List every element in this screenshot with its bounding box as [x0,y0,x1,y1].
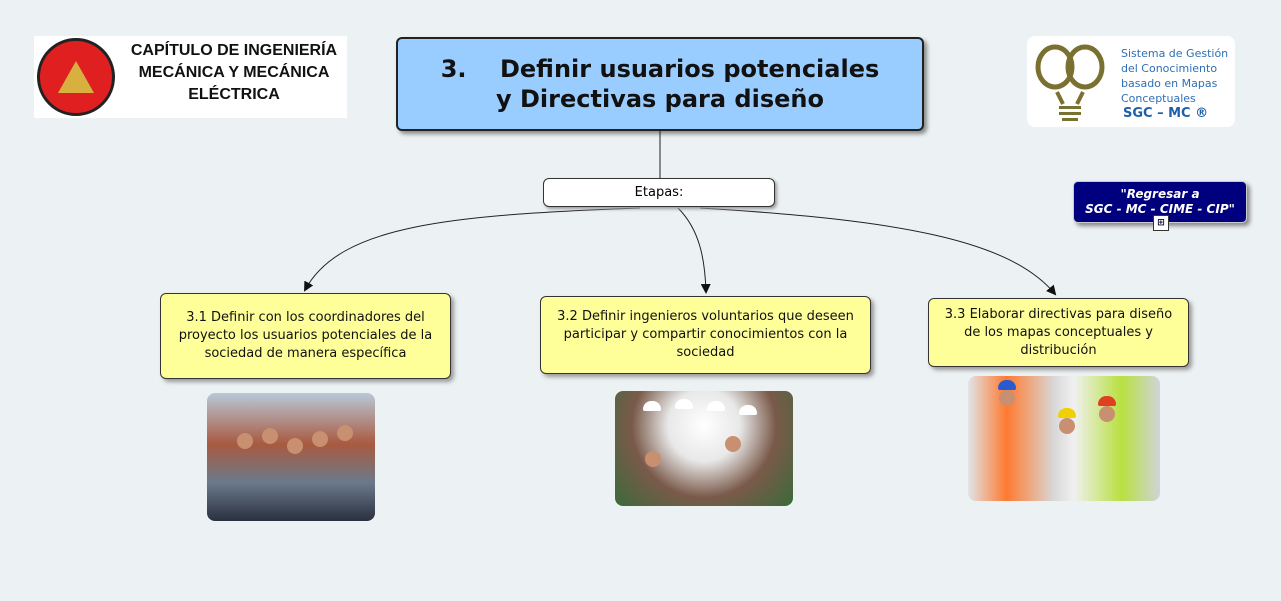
return-line-2: SGC - MC - CIME - CIP" [1085,202,1235,216]
sgc-brand: SGC – MC ® [1123,106,1209,121]
cip-chapter-logo: CAPÍTULO DE INGENIERÍA MECÁNICA Y MECÁNI… [34,36,347,118]
sgc-line-4: Conceptuales [1121,92,1196,105]
sgc-line-2: del Conocimiento [1121,62,1218,75]
concept-map-link-icon[interactable]: ⊞ [1153,215,1169,231]
sgc-line-1: Sistema de Gestión [1121,47,1229,60]
stage-3-1[interactable]: 3.1 Definir con los coordinadores del pr… [160,293,451,379]
title-number: 3. [440,55,467,83]
arrow-to-stage-2 [677,207,711,294]
concept-title[interactable]: 3. Definir usuarios potenciales y Direct… [396,37,924,131]
arrow-to-stage-1 [304,207,641,292]
etapas-label[interactable]: Etapas: [543,178,775,207]
arrow-to-stage-3 [699,207,1057,296]
engineers-design-photo [968,376,1160,501]
volunteer-engineers-photo [615,391,793,506]
students-photo [207,393,375,521]
chapter-name: CAPÍTULO DE INGENIERÍA MECÁNICA Y MECÁNI… [130,42,338,103]
return-line-1: "Regresar a [1120,187,1200,201]
sgc-mc-logo: Sistema de Gestión del Conocimiento basa… [1027,36,1235,127]
stage-3-3[interactable]: 3.3 Elaborar directivas para diseño de l… [928,298,1189,367]
stage-3-2[interactable]: 3.2 Definir ingenieros voluntarios que d… [540,296,871,374]
return-sgc-button[interactable]: "Regresar a SGC - MC - CIME - CIP" ⊞ [1073,181,1247,231]
title-text: Definir usuarios potenciales y Directiva… [496,55,880,113]
sgc-line-3: basado en Mapas [1121,77,1218,90]
brain-bulb-icon [1035,44,1105,121]
cip-seal-icon [37,38,115,116]
